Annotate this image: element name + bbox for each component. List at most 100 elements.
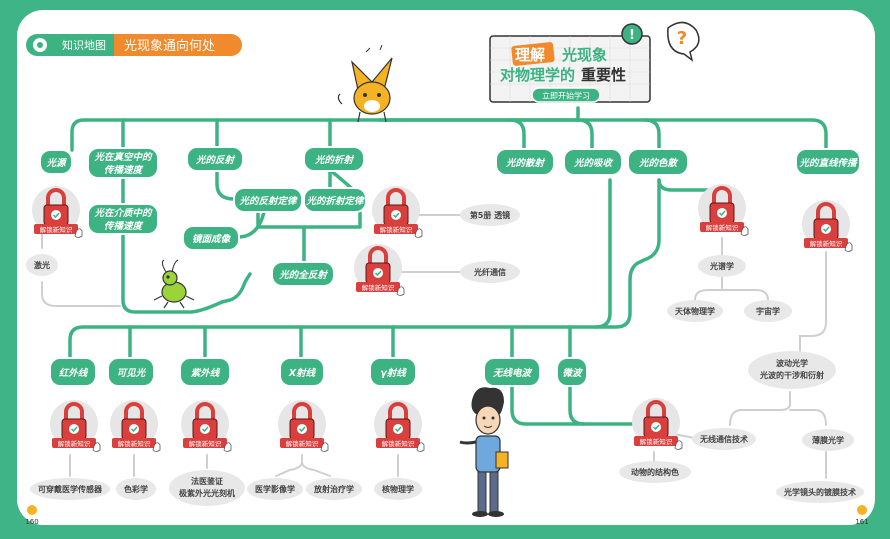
node-total-reflection[interactable]: 光的全反射 [271,261,335,287]
svg-text:极紫外光光刻机: 极紫外光光刻机 [179,488,235,498]
page-number-left: 160 [25,505,39,526]
svg-text:光的全反射: 光的全反射 [278,269,328,281]
unlock-badge-gamma-ray[interactable]: 解锁新知识 [372,398,426,454]
node-speed-in-vacuum[interactable]: 光在真空中的 传播速度 [87,147,159,179]
svg-text:传播速度: 传播速度 [104,220,145,232]
leaf-laser: 激光 [26,254,58,276]
cricket-mascot-icon [153,259,195,309]
node-rectilinear-propagation[interactable]: 光的直线传播 [795,148,861,176]
unlock-badge-light-source[interactable]: 解锁新知识 [30,184,84,240]
unlock-badge-visible-light[interactable]: 解锁新知识 [108,398,162,454]
svg-text:动物的结构色: 动物的结构色 [631,467,679,477]
banner-line2-dark: 重要性 [581,66,626,84]
svg-text:传播速度: 传播速度 [104,164,145,176]
svg-text:解锁新知识: 解锁新知识 [40,225,73,234]
node-refraction-law[interactable]: 光的折射定律 [303,187,367,213]
tag-label: 知识地图 [62,38,106,52]
svg-text:光的反射定律: 光的反射定律 [238,195,298,207]
svg-text:激光: 激光 [34,260,50,270]
leaf-wearable-sensors: 可穿戴医学传感器 [30,478,110,500]
svg-text:解锁新知识: 解锁新知识 [58,439,91,448]
svg-text:解锁新知识: 解锁新知识 [118,439,151,448]
unlock-badge-dispersion[interactable]: 解锁新知识 [696,182,750,238]
svg-text:解锁新知识: 解锁新知识 [286,439,319,448]
question-bubble-icon: ? [667,21,700,62]
leaf-radiotherapy: 放射治疗学 [306,478,362,500]
unlock-badge-rectilinear[interactable]: 解锁新知识 [800,198,854,254]
unlock-badge-refraction[interactable]: 解锁新知识 [370,184,424,240]
leaf-thin-film-optics: 薄膜光学 [802,429,854,451]
node-ultraviolet[interactable]: 紫外线 [179,357,231,387]
node-visible-light[interactable]: 可见光 [107,357,155,387]
node-radio-wave[interactable]: 无线电波 [483,357,541,387]
leaf-spectroscopy: 光谱学 [698,255,746,277]
unlock-badge-ultraviolet[interactable]: 解锁新知识 [179,398,233,454]
svg-text:161: 161 [855,518,868,526]
leaf-lens-coating: 光学镜头的镀膜技术 [776,481,864,503]
leaf-colorimetry: 色彩学 [116,478,156,500]
page-number-right: 161 [855,505,869,526]
leaf-fiber-communication: 光纤通信 [460,261,520,283]
node-refraction[interactable]: 光的折射 [303,146,365,172]
svg-text:光源: 光源 [45,157,68,169]
leaf-nuclear-physics: 核物理学 [374,478,422,500]
unlock-badge-radio-wave[interactable]: 解锁新知识 [630,396,684,452]
unlock-badge-total-reflection[interactable]: 解锁新知识 [352,242,406,298]
svg-text:可穿戴医学传感器: 可穿戴医学传感器 [38,484,103,494]
node-absorption[interactable]: 光的吸收 [563,148,623,176]
leaf-lens-volume5[interactable]: 第5册 透镜 [460,204,520,226]
node-dispersion[interactable]: 光的色散 [627,148,689,176]
leaf-wave-optics: 波动光学 光波的干涉和衍射 [748,351,836,389]
node-reflection[interactable]: 光的反射 [186,146,244,172]
svg-text:160: 160 [25,518,38,526]
node-speed-in-medium[interactable]: 光在介质中的 传播速度 [87,203,159,235]
node-light-source[interactable]: 光源 [39,149,73,175]
leaf-medical-imaging: 医学影像学 [247,478,303,500]
node-reflection-law[interactable]: 光的反射定律 [233,187,303,213]
svg-text:核物理学: 核物理学 [382,484,414,494]
svg-text:解锁新知识: 解锁新知识 [706,223,739,232]
node-gamma-ray[interactable]: γ射线 [369,357,417,387]
svg-text:光的色散: 光的色散 [638,157,679,169]
start-learning-button[interactable]: 立即开始学习 [531,87,601,103]
svg-text:γ射线: γ射线 [380,367,407,379]
node-mirror-image[interactable]: 镜面成像 [182,225,240,251]
svg-text:解锁新知识: 解锁新知识 [810,239,843,248]
node-scattering[interactable]: 光的散射 [495,148,555,176]
svg-text:解锁新知识: 解锁新知识 [380,225,413,234]
svg-text:光纤通信: 光纤通信 [473,267,506,277]
svg-text:光的吸收: 光的吸收 [573,157,614,169]
unlock-badge-xray[interactable]: 解锁新知识 [276,398,330,454]
leaf-wireless-technology: 无线通信技术 [692,428,756,450]
svg-text:波动光学: 波动光学 [776,358,808,368]
importance-banner: 理解 光现象 对物理学的 重要性 立即开始学习 ! ? [489,21,700,103]
leaf-forensics-euv: 法医鉴证 极紫外光光刻机 [169,470,245,506]
fox-mascot-icon [337,44,393,123]
svg-text:医学影像学: 医学影像学 [255,484,295,494]
tag-title: 光现象通向何处 [124,38,215,54]
svg-text:镜面成像: 镜面成像 [192,233,232,245]
svg-text:解锁新知识: 解锁新知识 [382,439,415,448]
node-infrared[interactable]: 红外线 [49,357,97,387]
svg-text:可见光: 可见光 [117,367,147,379]
svg-text:色彩学: 色彩学 [124,484,148,494]
svg-text:解锁新知识: 解锁新知识 [362,283,395,292]
svg-text:光谱学: 光谱学 [709,261,734,271]
node-xray[interactable]: X射线 [279,357,325,387]
svg-text:法医鉴证: 法医鉴证 [191,476,223,486]
svg-text:光波的干涉和衍射: 光波的干涉和衍射 [759,370,824,380]
svg-text:薄膜光学: 薄膜光学 [812,435,844,445]
banner-highlight: 理解 [515,46,545,64]
unlock-badge-infrared[interactable]: 解锁新知识 [48,398,102,454]
leaf-animal-structural-color: 动物的结构色 [619,461,691,483]
connector-lines [41,106,828,479]
knowledge-map-tag: 知识地图 光现象通向何处 [26,34,242,56]
start-learning-label: 立即开始学习 [542,91,590,101]
node-microwave[interactable]: 微波 [556,357,588,387]
banner-line2: 对物理学的 [500,66,575,84]
svg-text:无线通信技术: 无线通信技术 [699,434,748,444]
book-mascot-icon [27,505,37,515]
svg-text:X射线: X射线 [288,367,317,379]
